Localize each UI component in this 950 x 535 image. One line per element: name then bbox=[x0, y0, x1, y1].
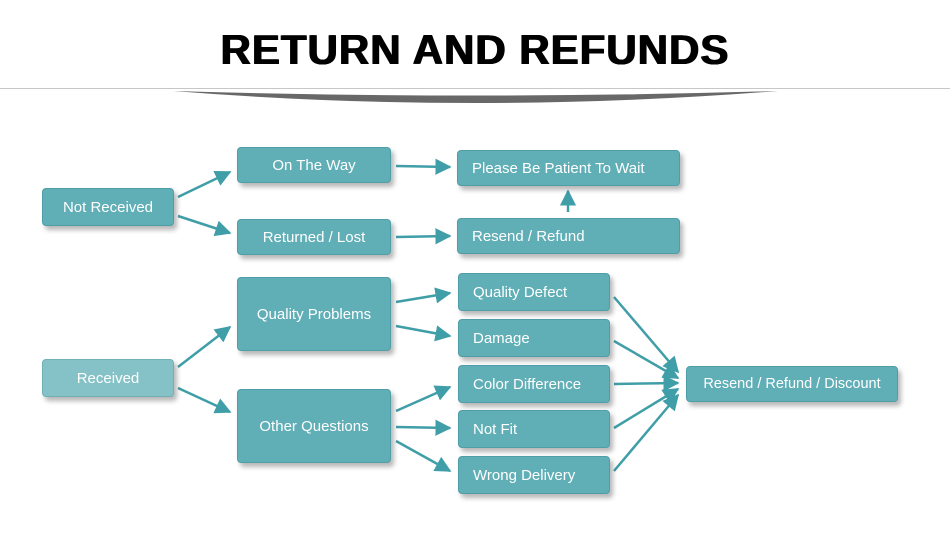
header-divider-shadow bbox=[173, 91, 778, 103]
arrow-on-the-way-to-please-wait bbox=[395, 158, 452, 175]
header-divider bbox=[0, 88, 950, 89]
arrow-color-difference-to-resend-refund-discount bbox=[613, 375, 680, 392]
arrow-not-fit-to-resend-refund-discount bbox=[613, 387, 680, 430]
arrow-damage-to-resend-refund-discount bbox=[613, 339, 680, 380]
arrow-returned-lost-to-resend-refund bbox=[395, 228, 452, 245]
arrow-received-to-other-questions bbox=[177, 386, 232, 414]
node-resend-refund: Resend / Refund bbox=[457, 218, 680, 254]
node-not-received: Not Received bbox=[42, 188, 174, 226]
arrow-other-questions-to-wrong-delivery bbox=[395, 439, 452, 473]
node-quality-defect: Quality Defect bbox=[458, 273, 610, 311]
node-received: Received bbox=[42, 359, 174, 397]
node-please-be-patient-to-wait: Please Be Patient To Wait bbox=[457, 150, 680, 186]
arrow-received-to-quality-problems bbox=[177, 326, 232, 368]
node-not-fit: Not Fit bbox=[458, 410, 610, 448]
node-returned-lost: Returned / Lost bbox=[237, 219, 391, 255]
arrow-other-questions-to-not-fit bbox=[395, 419, 452, 436]
node-quality-problems: Quality Problems bbox=[237, 277, 391, 351]
node-resend-refund-discount: Resend / Refund / Discount bbox=[686, 366, 898, 402]
arrow-quality-defect-to-resend-refund-discount bbox=[613, 296, 680, 374]
node-on-the-way: On The Way bbox=[237, 147, 391, 183]
arrow-quality-problems-to-quality-defect bbox=[395, 287, 452, 304]
arrow-not-received-to-returned-lost bbox=[177, 214, 232, 237]
arrow-not-received-to-on-the-way bbox=[177, 170, 232, 199]
node-wrong-delivery: Wrong Delivery bbox=[458, 456, 610, 494]
node-damage: Damage bbox=[458, 319, 610, 357]
arrow-quality-problems-to-damage bbox=[395, 324, 452, 342]
node-other-questions: Other Questions bbox=[237, 389, 391, 463]
arrow-other-questions-to-color-difference bbox=[395, 385, 452, 413]
node-color-difference: Color Difference bbox=[458, 365, 610, 403]
page-title: RETURN AND REFUNDS bbox=[220, 26, 730, 73]
arrow-wrong-delivery-to-resend-refund-discount bbox=[613, 393, 680, 472]
